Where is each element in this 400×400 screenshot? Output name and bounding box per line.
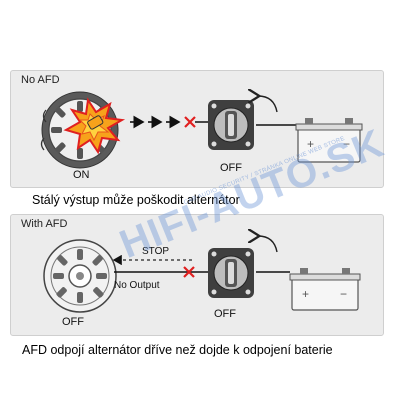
battery-switch-icon: [208, 248, 254, 298]
no-output-label: No Output: [114, 280, 160, 291]
battery-icon: + −: [289, 268, 361, 311]
svg-text:+: +: [307, 137, 314, 151]
alternator-state-bottom: OFF: [62, 316, 84, 328]
caption-with-afd: AFD odpojí alternátor dříve než dojde k …: [22, 343, 333, 357]
cross-icon: [184, 116, 196, 128]
panel-heading-no-afd: No AFD: [21, 74, 60, 86]
alternator-off-icon: [43, 239, 117, 313]
svg-text:+: +: [302, 287, 309, 301]
cross-icon: [183, 266, 195, 278]
battery-switch-icon: [208, 100, 254, 150]
svg-text:−: −: [340, 287, 347, 301]
panel-heading-with-afd: With AFD: [21, 218, 68, 230]
battery-icon: + −: [295, 118, 363, 163]
rotate-arrow: [258, 96, 278, 113]
alternator-state-top: ON: [73, 169, 90, 181]
stop-signal-label: STOP: [142, 246, 170, 257]
caption-no-afd: Stálý výstup může poškodit alternátor: [32, 193, 240, 207]
switch-state-bottom: OFF: [214, 308, 236, 320]
switch-state-top: OFF: [220, 162, 242, 174]
rotate-arrow: [258, 236, 278, 253]
svg-text:−: −: [343, 137, 350, 151]
explosion-icon: [63, 97, 126, 155]
